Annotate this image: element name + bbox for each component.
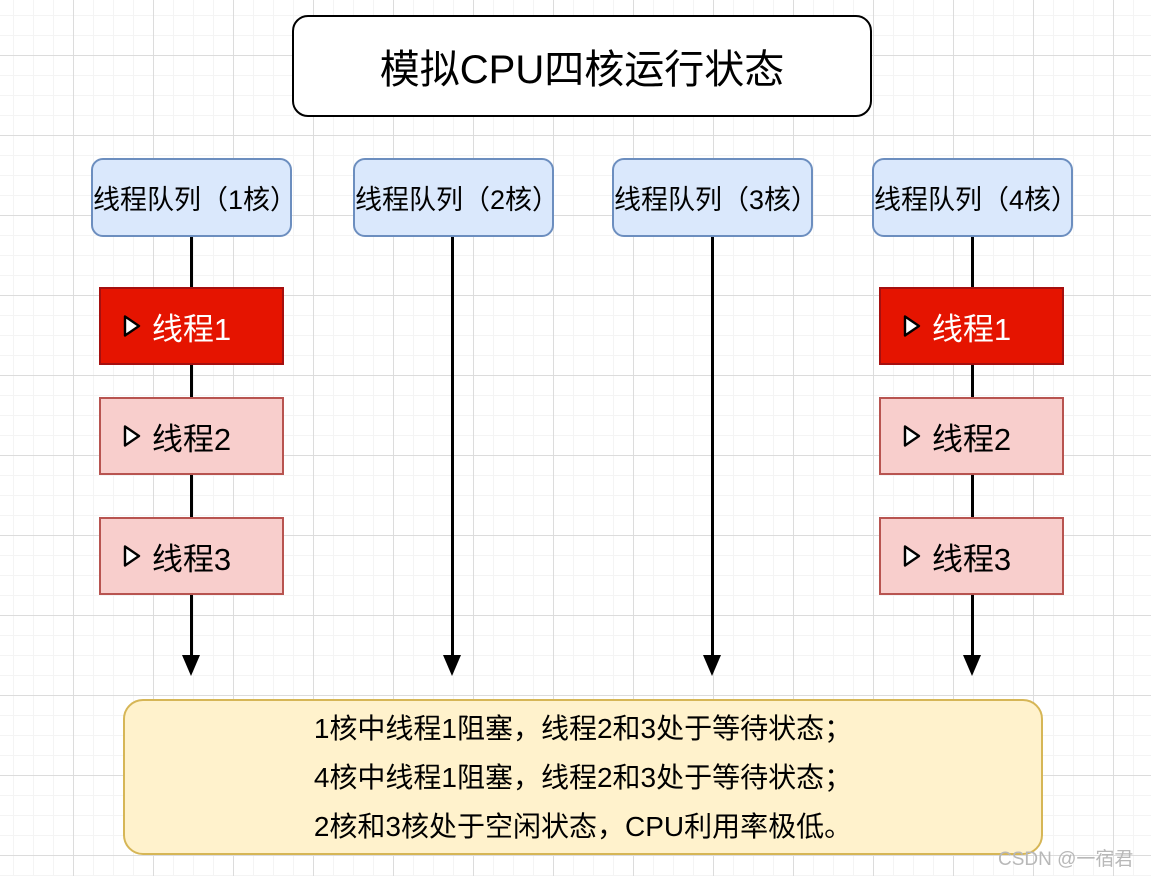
title-box: 模拟CPU四核运行状态	[292, 15, 872, 117]
queue-header-core3-label: 线程队列（3核）	[614, 185, 819, 215]
core1-thread2-label: 线程2	[151, 421, 232, 457]
queue-header-core4-label: 线程队列（4核）	[874, 185, 1079, 215]
queue-header-core1: 线程队列（1核）	[91, 158, 298, 237]
core1-thread3-label: 线程3	[151, 541, 232, 577]
arrow-down-icon-core3	[703, 655, 721, 676]
diagram-title: 模拟CPU四核运行状态	[379, 48, 785, 92]
play-icon	[903, 425, 921, 448]
core4-thread2-label: 线程2	[931, 421, 1012, 457]
note-line-3: 2核和3核处于空闲状态，CPU利用率极低。	[313, 810, 853, 842]
play-icon	[903, 315, 921, 338]
core4-thread1-box: 线程1	[879, 287, 1064, 365]
play-icon	[903, 545, 921, 568]
play-icon	[123, 425, 141, 448]
flow-arrow-line-core3	[711, 236, 714, 656]
play-icon	[123, 315, 141, 338]
core1-thread1-box: 线程1	[99, 287, 284, 365]
queue-header-core2-label: 线程队列（2核）	[355, 185, 560, 215]
queue-header-core3: 线程队列（3核）	[612, 158, 819, 237]
core4-thread2-box: 线程2	[879, 397, 1064, 475]
note-line-2: 4核中线程1阻塞，线程2和3处于等待状态；	[313, 761, 853, 793]
play-icon	[123, 545, 141, 568]
queue-header-core2: 线程队列（2核）	[353, 158, 560, 237]
note-line-1: 1核中线程1阻塞，线程2和3处于等待状态；	[313, 712, 853, 744]
arrow-down-icon-core4	[963, 655, 981, 676]
core4-thread3-label: 线程3	[931, 541, 1012, 577]
queue-header-core4: 线程队列（4核）	[872, 158, 1079, 237]
arrow-down-icon-core2	[443, 655, 461, 676]
core4-thread1-label: 线程1	[931, 311, 1012, 347]
note-box: 1核中线程1阻塞，线程2和3处于等待状态； 4核中线程1阻塞，线程2和3处于等待…	[123, 699, 1043, 855]
flow-arrow-line-core2	[451, 236, 454, 656]
core1-thread1-label: 线程1	[151, 311, 232, 347]
core4-thread3-box: 线程3	[879, 517, 1064, 595]
watermark: CSDN @一宿君	[998, 849, 1134, 870]
arrow-down-icon-core1	[182, 655, 200, 676]
core1-thread2-box: 线程2	[99, 397, 284, 475]
core1-thread3-box: 线程3	[99, 517, 284, 595]
queue-header-core1-label: 线程队列（1核）	[93, 185, 298, 215]
